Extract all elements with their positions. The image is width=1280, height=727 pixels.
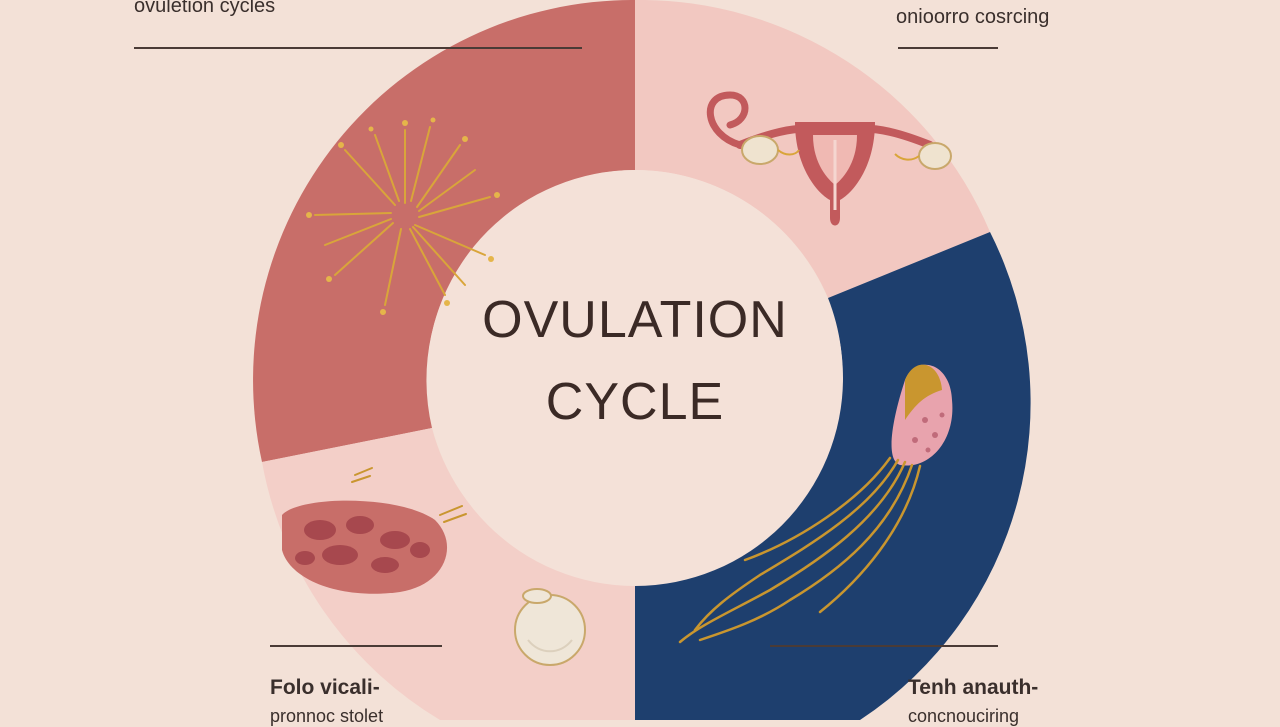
segment-follicular bbox=[253, 0, 635, 462]
top-left-label: ovuletion cycles bbox=[134, 0, 276, 17]
uterus-icon bbox=[706, 91, 952, 226]
bottom-left-subtitle: pronnoc stolet bbox=[270, 706, 384, 726]
top-right-label: onioorro cosrcing bbox=[896, 6, 1050, 28]
center-disk bbox=[427, 170, 843, 586]
follicle-burst-icon bbox=[306, 117, 500, 315]
segment-luteal bbox=[635, 232, 1031, 720]
tissue-lining-icon bbox=[282, 467, 467, 594]
center-title-line1: OVULATION bbox=[482, 291, 788, 349]
bottom-right-subtitle: concnouciring bbox=[908, 706, 1020, 726]
bottom-left-title: Folo vicali- bbox=[270, 676, 380, 699]
center-title-line2: CYCLE bbox=[545, 373, 725, 431]
sperm-cell-icon bbox=[678, 364, 953, 644]
bottom-right-title: Tenh anauth- bbox=[908, 676, 1039, 699]
cycle-ring bbox=[253, 0, 1031, 720]
egg-icon bbox=[514, 588, 586, 666]
